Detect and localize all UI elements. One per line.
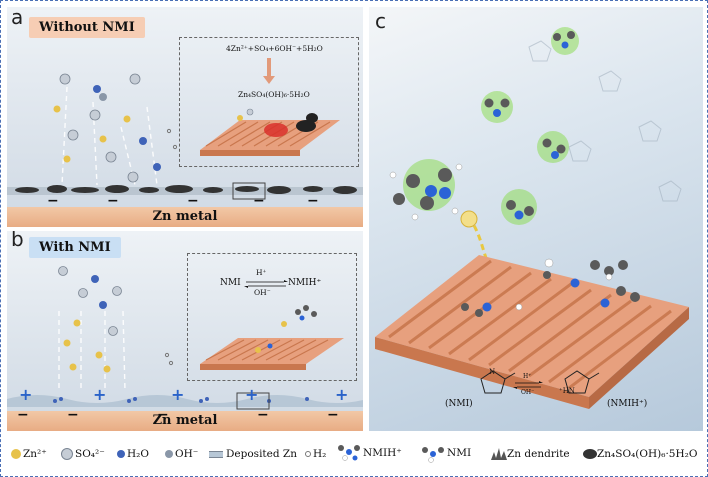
- legend-h2-label: H₂: [313, 448, 327, 460]
- legend-nmi: NMI: [417, 442, 471, 464]
- panel-b-inset: NMI H⁺ OH⁻ NMIH⁺: [187, 253, 357, 381]
- deposited-zn-icon: [209, 450, 223, 458]
- charge-plus: +: [335, 385, 349, 404]
- panel-c-hn-label: ⁺HN: [559, 387, 575, 395]
- water-icon: [117, 450, 125, 458]
- charge-minus: −: [257, 407, 269, 423]
- nmi-molecule-icon: [422, 447, 444, 463]
- byproduct-icon: [583, 449, 597, 459]
- panel-b-label: b: [11, 231, 24, 251]
- charge-minus: −: [187, 193, 199, 209]
- legend-nmih-label: NMIH⁺: [363, 447, 402, 459]
- charge-minus: −: [107, 193, 119, 209]
- legend-dendrite: Zn dendrite: [491, 448, 570, 460]
- legend-so4: SO₄²⁻: [61, 448, 105, 460]
- charge-minus: −: [253, 193, 265, 209]
- legend-nmih: NMIH⁺: [333, 442, 402, 464]
- panel-a-substrate-label: Zn metal: [152, 209, 218, 224]
- legend-so4-label: SO₄²⁻: [75, 448, 105, 460]
- panel-b-illustration: [7, 266, 363, 410]
- legend-deposited: Deposited Zn: [209, 448, 297, 460]
- panel-a-inset: 4Zn²⁺+SO₄+6OH⁻+5H₂O: [179, 37, 359, 167]
- legend-zn: Zn²⁺: [11, 448, 47, 460]
- panel-c: c: [369, 7, 703, 431]
- charge-minus: −: [327, 407, 339, 423]
- legend-h2o: H₂O: [117, 448, 149, 460]
- panel-a-title: Without NMI: [29, 17, 145, 38]
- so4-ion-icon: [61, 448, 73, 460]
- panel-a-zn-metal: Zn metal: [7, 207, 363, 227]
- panel-b-arrow-top: H⁺: [256, 268, 267, 277]
- panel-b-inset-art: [200, 280, 344, 370]
- charge-minus: −: [157, 407, 169, 423]
- panel-b-equation-right: NMIH⁺: [288, 278, 322, 288]
- panel-a: a Without NMI: [7, 7, 363, 227]
- panel-b-equation-left: NMI: [220, 278, 241, 288]
- panel-c-nmih-label: (NMIH⁺): [607, 399, 648, 409]
- legend-byproduct: Zn₄SO₄(OH)₆·5H₂O: [583, 448, 697, 460]
- charge-plus: +: [171, 385, 185, 404]
- panel-c-arrow-top: H⁺: [523, 373, 532, 380]
- charge-plus: +: [93, 385, 107, 404]
- legend-oh-label: OH⁻: [175, 448, 199, 460]
- dendrite-icon: [491, 448, 507, 460]
- legend-dendrite-label: Zn dendrite: [507, 448, 570, 460]
- charge-minus: −: [307, 193, 319, 209]
- legend-deposited-label: Deposited Zn: [226, 448, 297, 460]
- panel-b: b With NMI: [7, 231, 363, 431]
- legend-h2: H₂: [305, 448, 326, 460]
- charge-minus: −: [67, 407, 79, 423]
- panel-c-arrow-bottom: OH⁻: [521, 389, 535, 396]
- legend-zn-label: Zn²⁺: [23, 448, 47, 460]
- legend: Zn²⁺ SO₄²⁻ H₂O OH⁻ Deposited Zn H₂ NMIH⁺: [7, 438, 703, 472]
- charge-minus: −: [17, 407, 29, 423]
- panel-c-label: c: [375, 9, 386, 33]
- hydroxide-icon: [165, 450, 173, 458]
- panel-b-substrate-label: Zn metal: [152, 413, 218, 428]
- panel-c-n-label: N: [489, 368, 496, 376]
- panel-c-nmi-label: (NMI): [445, 399, 473, 409]
- legend-byproduct-label: Zn₄SO₄(OH)₆·5H₂O: [597, 448, 698, 460]
- panel-b-zn-metal: Zn metal: [7, 411, 363, 431]
- legend-nmi-label: NMI: [447, 447, 472, 459]
- charge-minus: −: [47, 193, 59, 209]
- panel-a-illustration: [7, 73, 363, 200]
- panel-a-equation-top: 4Zn²⁺+SO₄+6OH⁻+5H₂O: [226, 44, 323, 53]
- legend-h2o-label: H₂O: [127, 448, 149, 460]
- legend-oh: OH⁻: [165, 448, 198, 460]
- charge-plus: +: [245, 385, 259, 404]
- panel-a-equation-bottom: Zn₄SO₄(OH)₆·5H₂O: [238, 90, 310, 99]
- nmih-molecule-icon: [338, 445, 360, 461]
- panel-a-inset-art: [200, 58, 340, 156]
- charge-plus: +: [19, 385, 33, 404]
- zn-ion-icon: [11, 449, 21, 459]
- hydrogen-icon: [305, 451, 311, 457]
- panel-c-illustration: [375, 27, 689, 409]
- panel-b-title: With NMI: [29, 237, 121, 258]
- panel-a-label: a: [11, 7, 24, 29]
- panel-b-arrow-bottom: OH⁻: [254, 288, 271, 297]
